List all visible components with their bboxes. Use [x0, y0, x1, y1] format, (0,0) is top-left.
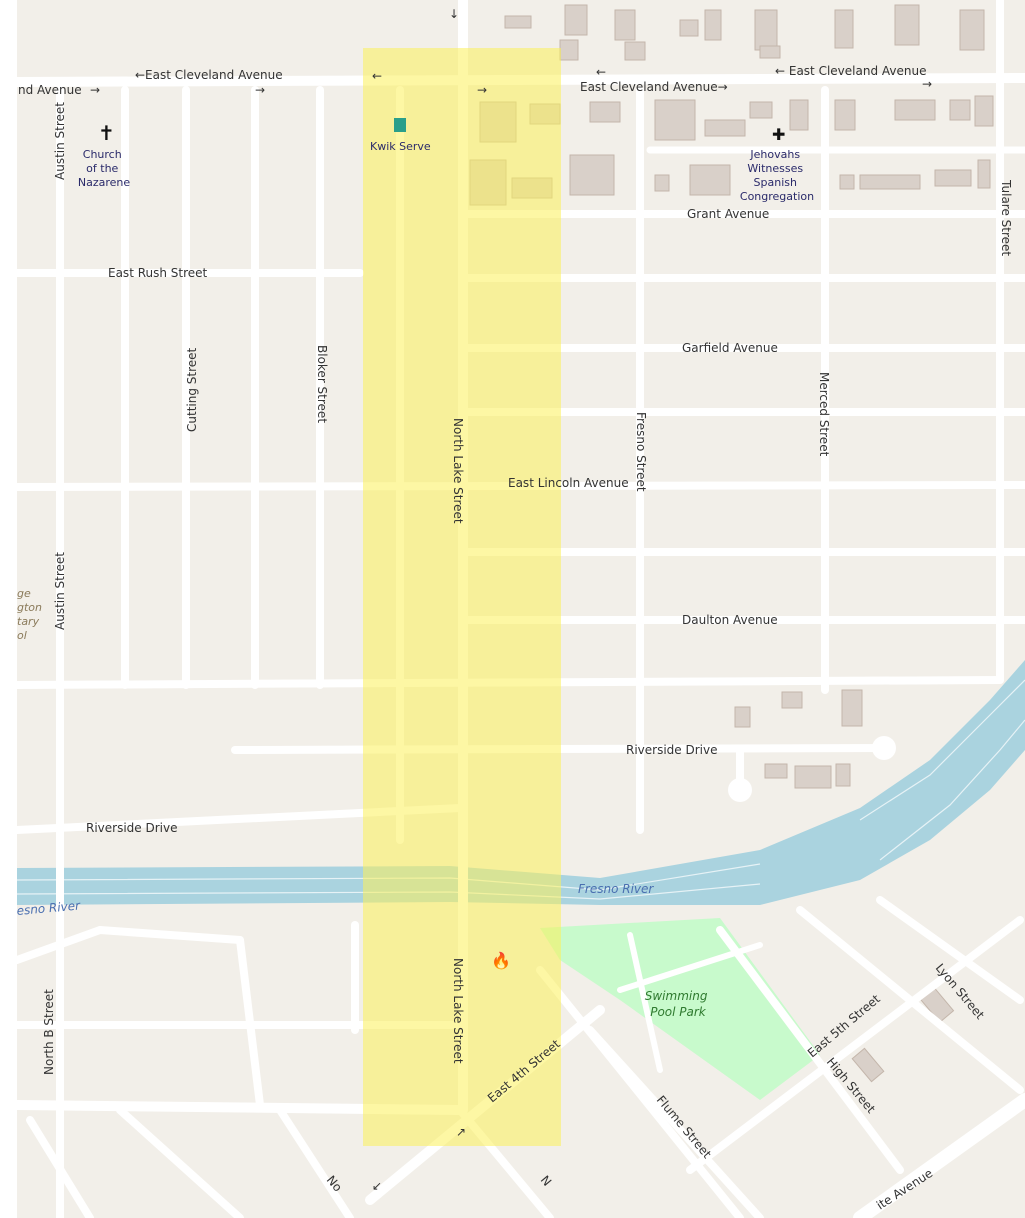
label-park[interactable]: Swimming Pool Park: [645, 989, 712, 1019]
oneway-arrows: ← → → → ← → ↓ ↗ ↙: [90, 7, 932, 1193]
label-rush: East Rush Street: [108, 266, 208, 280]
label-cleveland-mid: East Cleveland Avenue→: [580, 80, 728, 94]
fire-station-icon[interactable]: 🔥: [491, 951, 511, 970]
poi-jw-line2: Witnesses: [747, 162, 803, 175]
label-park-line1: Swimming: [645, 989, 708, 1003]
poi-jw-line1: Jehovahs: [749, 148, 800, 161]
label-bloker: Bloker Street: [315, 345, 329, 423]
svg-text:→: →: [90, 83, 100, 97]
highlighted-area: [363, 48, 561, 1146]
svg-text:↗: ↗: [456, 1125, 466, 1139]
svg-text:→: →: [922, 77, 932, 91]
poi-jw[interactable]: Jehovahs Witnesses Spanish Congregation: [740, 148, 814, 203]
svg-text:→: →: [255, 83, 265, 97]
poi-church-line1: Church: [83, 148, 122, 161]
label-grant: Grant Avenue: [687, 207, 769, 221]
label-fresno-river-w: esno River: [16, 898, 82, 918]
svg-text:→: →: [477, 83, 487, 97]
label-cleveland-w: ←East Cleveland Avenue: [135, 68, 283, 82]
poi-school-line3: tary: [17, 615, 40, 628]
label-daulton: Daulton Avenue: [682, 613, 778, 627]
svg-text:↙: ↙: [372, 1179, 382, 1193]
svg-text:←: ←: [372, 69, 382, 83]
label-riverside-e: Riverside Drive: [626, 743, 717, 757]
label-lincoln: East Lincoln Avenue: [508, 476, 629, 490]
label-park-line2: Pool Park: [650, 1005, 707, 1019]
place-of-worship-icon[interactable]: ✚: [772, 125, 785, 144]
poi-school-line4: ol: [17, 629, 27, 642]
label-fresno: Fresno Street: [634, 412, 648, 492]
poi-school[interactable]: ge gton tary ol: [17, 587, 46, 642]
latin-cross-icon[interactable]: ✝: [98, 121, 115, 145]
poi-jw-line3: Spanish: [754, 176, 797, 189]
label-cleveland-e: ← East Cleveland Avenue: [775, 64, 926, 78]
label-merced: Merced Street: [817, 372, 831, 457]
poi-church[interactable]: Church of the Nazarene: [78, 148, 131, 189]
label-austin-n: Austin Street: [53, 102, 67, 180]
poi-church-line3: Nazarene: [78, 176, 131, 189]
label-cutting: Cutting Street: [185, 347, 199, 432]
label-cleveland-fragment: nd Avenue: [18, 83, 82, 97]
label-austin-s: Austin Street: [53, 552, 67, 630]
svg-text:←: ←: [596, 65, 606, 79]
poi-school-line1: ge: [17, 587, 31, 600]
label-fresno-river: Fresno River: [578, 882, 654, 896]
svg-text:↓: ↓: [449, 7, 459, 21]
label-tulare: Tulare Street: [999, 179, 1013, 256]
poi-church-line2: of the: [86, 162, 118, 175]
fuel-icon[interactable]: [394, 118, 406, 132]
poi-jw-line4: Congregation: [740, 190, 814, 203]
label-north-lake-n: North Lake Street: [451, 418, 465, 524]
label-riverside-w: Riverside Drive: [86, 821, 177, 835]
label-garfield: Garfield Avenue: [682, 341, 778, 355]
poi-school-line2: gton: [17, 601, 42, 614]
label-north-b: North B Street: [42, 989, 56, 1075]
label-north-lake-s: North Lake Street: [451, 958, 465, 1064]
poi-kwik-serve[interactable]: Kwik Serve: [370, 140, 431, 153]
